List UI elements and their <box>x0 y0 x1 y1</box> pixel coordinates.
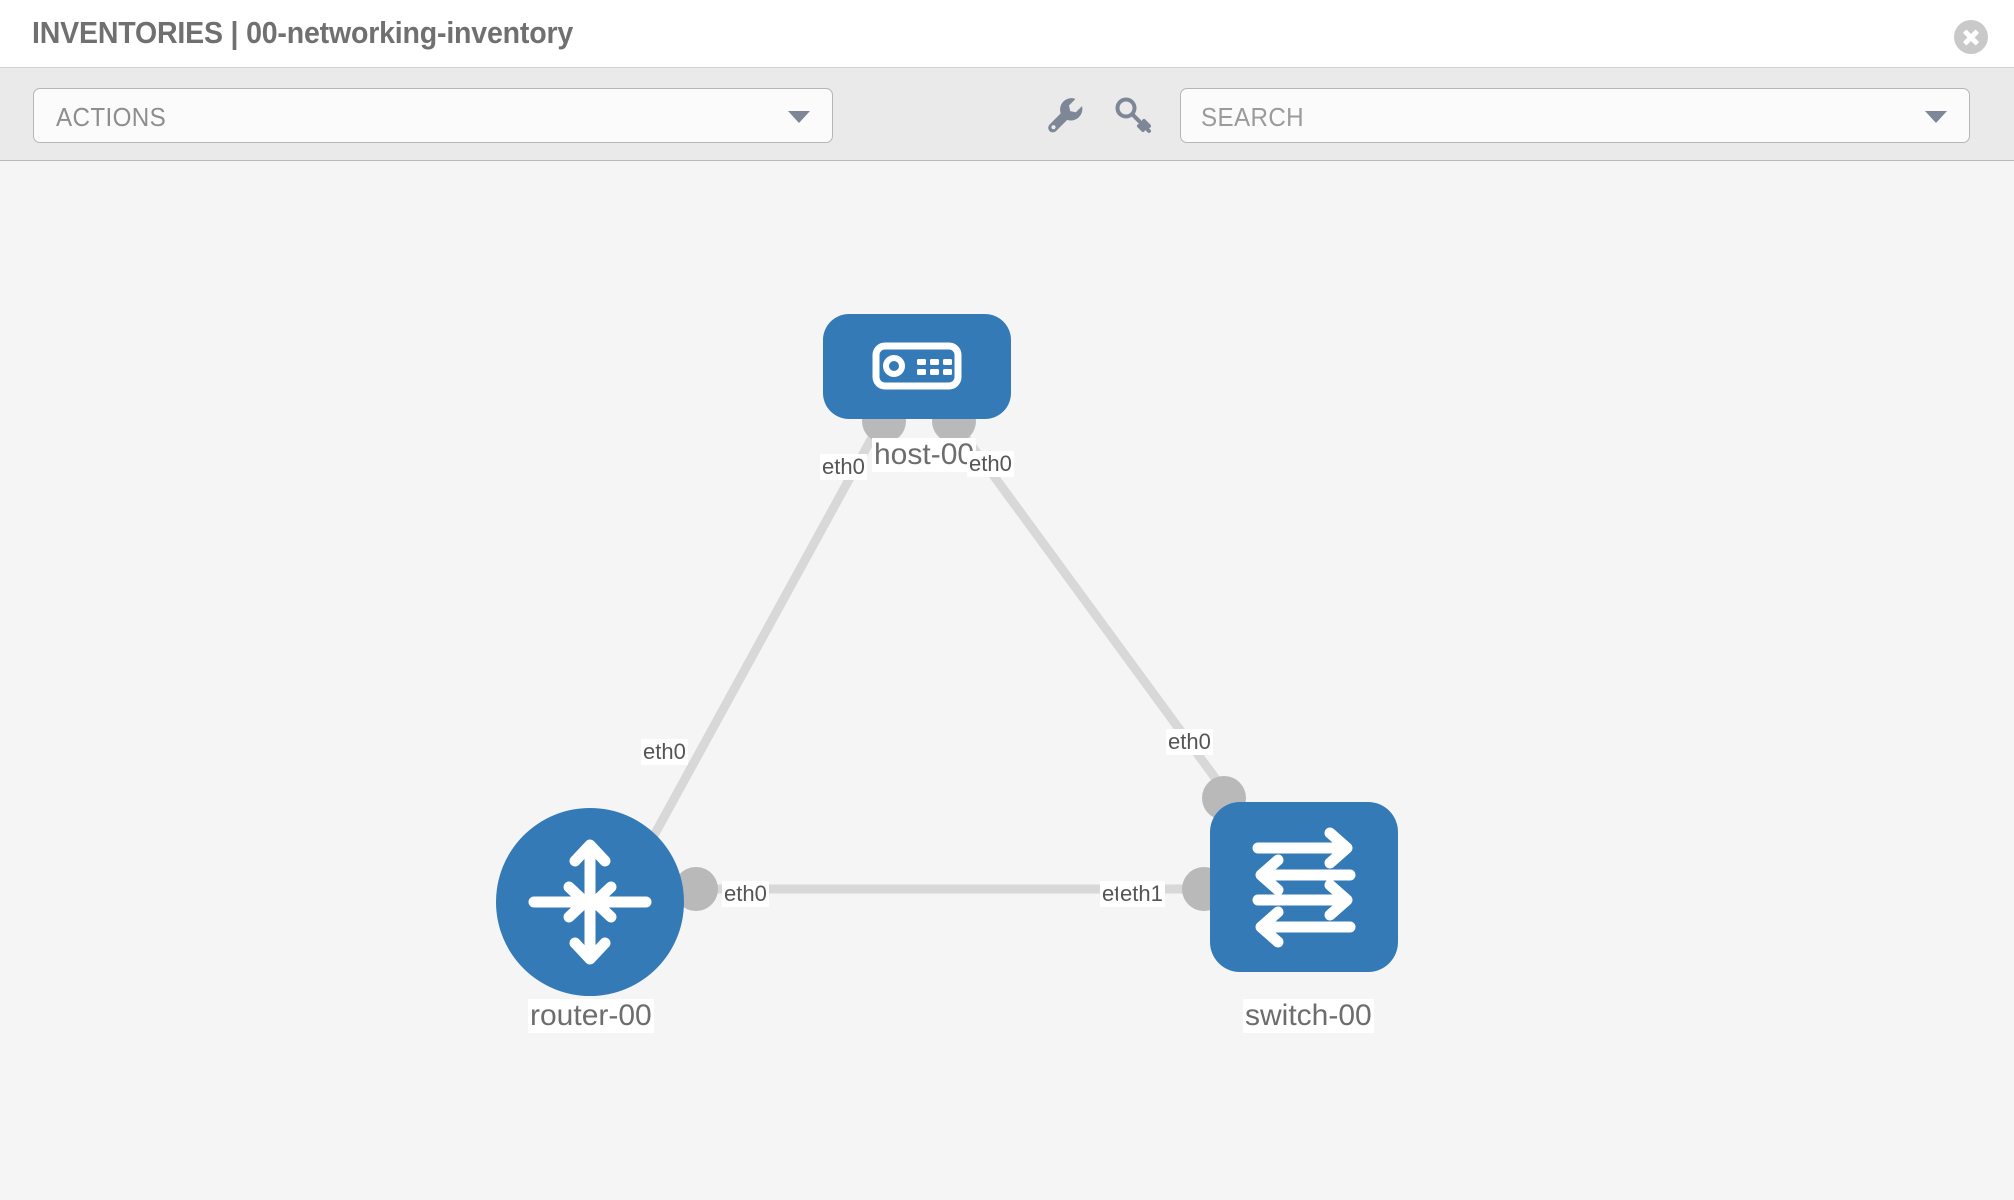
chevron-down-icon[interactable] <box>1925 110 1947 123</box>
node-host-00-label: host-00 <box>872 438 977 472</box>
search-placeholder: SEARCH <box>1201 102 1305 132</box>
wrench-icon[interactable] <box>1040 90 1090 140</box>
switch-arrows-icon <box>1252 827 1356 948</box>
edge-label-host-right: eth0 <box>967 451 1014 477</box>
node-host-00-shape <box>823 314 1011 419</box>
page-title: INVENTORIES | 00-networking-inventory <box>32 15 574 50</box>
node-switch-00-label: switch-00 <box>1243 999 1374 1033</box>
toolbar: ACTIONS SEARCH <box>0 68 2014 161</box>
edge-label-switch-up: eth0 <box>1166 729 1213 755</box>
key-icon[interactable] <box>1108 90 1158 140</box>
node-router-00-label: router-00 <box>528 999 654 1033</box>
edge-label-router-up: eth0 <box>641 739 688 765</box>
actions-dropdown[interactable]: ACTIONS <box>33 88 833 143</box>
server-icon <box>872 342 962 390</box>
actions-dropdown-label: ACTIONS <box>56 102 167 132</box>
edge-host-router <box>636 420 884 864</box>
router-arrows-icon <box>528 839 652 965</box>
page-header: INVENTORIES | 00-networking-inventory <box>0 0 2014 68</box>
node-switch-00-shape <box>1210 802 1398 972</box>
topology-canvas[interactable]: host-00 r <box>0 161 2014 1200</box>
edge-label-switch-left-b: eth1 <box>1118 881 1165 907</box>
close-icon[interactable] <box>1954 20 1988 54</box>
chevron-down-icon <box>788 110 810 123</box>
edge-label-host-left: eth0 <box>820 454 867 480</box>
edge-label-router-right: eth0 <box>722 881 769 907</box>
search-input[interactable]: SEARCH <box>1180 88 1970 143</box>
